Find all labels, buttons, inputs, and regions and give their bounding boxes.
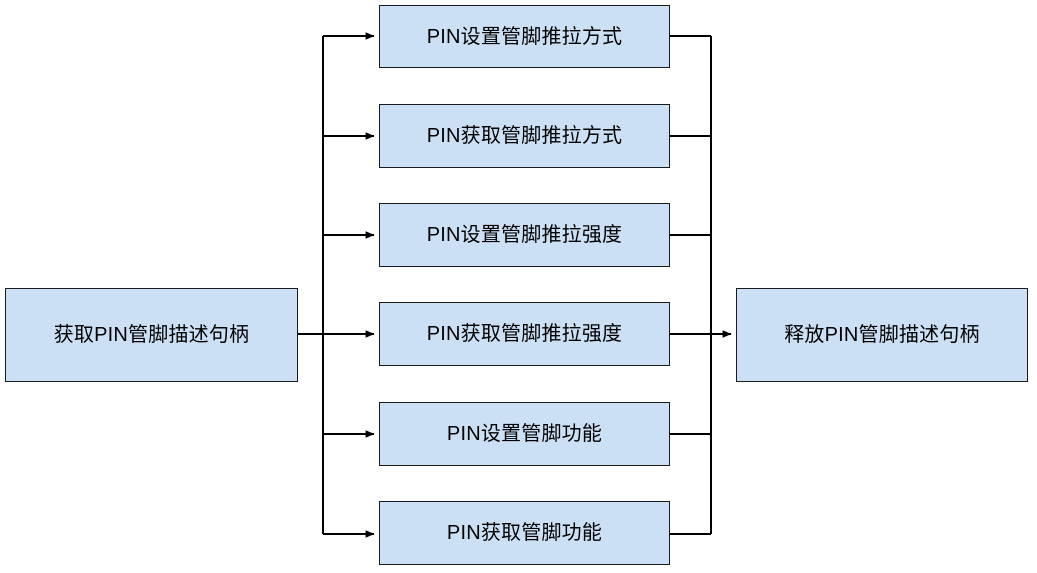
node-get-pull-strength[interactable]: PIN获取管脚推拉强度: [379, 302, 670, 366]
node-acquire-handle-label: 获取PIN管脚描述句柄: [53, 324, 250, 346]
start-fanout-edges: [298, 32, 375, 538]
node-set-pin-function-label: PIN设置管脚功能: [446, 423, 603, 445]
node-set-pull-mode-label: PIN设置管脚推拉方式: [426, 25, 623, 48]
node-acquire-handle[interactable]: 获取PIN管脚描述句柄: [5, 288, 298, 382]
node-get-pin-function[interactable]: PIN获取管脚功能: [379, 501, 670, 565]
node-release-handle-label: 释放PIN管脚描述句柄: [784, 324, 980, 346]
node-set-pull-mode[interactable]: PIN设置管脚推拉方式: [379, 5, 670, 68]
node-get-pin-function-label: PIN获取管脚功能: [446, 522, 603, 544]
node-release-handle[interactable]: 释放PIN管脚描述句柄: [736, 288, 1028, 382]
end-fanin-edges: [670, 35, 732, 535]
node-set-pin-function[interactable]: PIN设置管脚功能: [379, 402, 670, 466]
node-get-pull-mode-label: PIN获取管脚推拉方式: [426, 125, 623, 147]
node-set-pull-strength-label: PIN设置管脚推拉强度: [426, 224, 623, 246]
node-get-pull-strength-label: PIN获取管脚推拉强度: [426, 323, 623, 345]
node-get-pull-mode[interactable]: PIN获取管脚推拉方式: [379, 104, 670, 168]
node-set-pull-strength[interactable]: PIN设置管脚推拉强度: [379, 203, 670, 267]
